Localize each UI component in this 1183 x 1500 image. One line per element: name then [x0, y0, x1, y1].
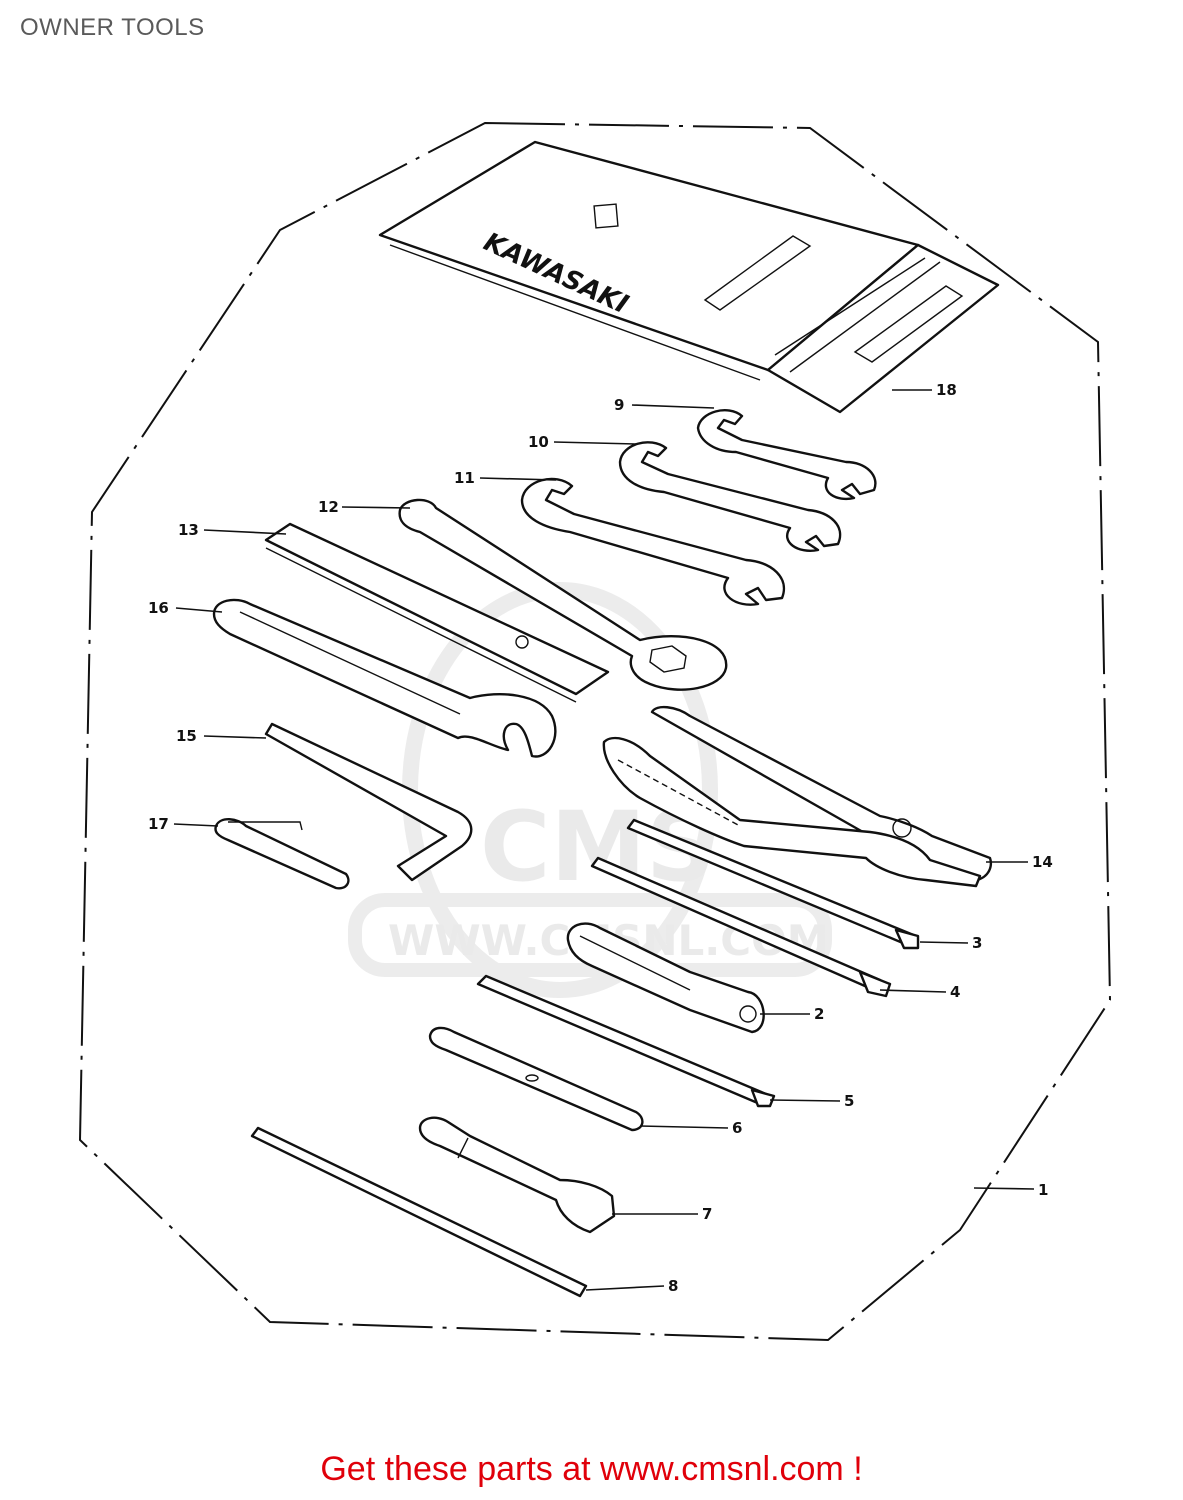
callout-2: 2 — [814, 1005, 824, 1023]
page-title: OWNER TOOLS — [20, 14, 205, 41]
open-end-wrench-9 — [696, 409, 877, 501]
spark-plug-wrench-7 — [418, 1116, 616, 1234]
leader-lines — [173, 389, 1035, 1291]
small-tool-17 — [214, 818, 350, 890]
screwdriver-blade-3 — [626, 818, 920, 950]
footer-cta-link[interactable]: Get these parts at www.cmsnl.com ! — [320, 1450, 863, 1488]
callout-9: 9 — [614, 396, 624, 414]
callout-14: 14 — [1032, 853, 1053, 871]
owner-tools-exploded-diagram: CMS WWW.CMSNL.COM KAWASAKI — [78, 121, 1112, 1342]
callout-11: 11 — [454, 469, 475, 487]
flat-tool-6 — [428, 1026, 644, 1132]
callout-8: 8 — [668, 1277, 678, 1295]
open-end-wrench-10 — [618, 441, 842, 552]
callout-16: 16 — [148, 599, 169, 617]
open-end-wrench-11 — [520, 477, 785, 606]
callout-3: 3 — [972, 934, 982, 952]
hex-key-15 — [264, 722, 473, 882]
callout-18: 18 — [936, 381, 957, 399]
callout-12: 12 — [318, 498, 339, 516]
callout-15: 15 — [176, 727, 197, 745]
callout-17: 17 — [148, 815, 169, 833]
callout-labels: 1 2 3 4 5 6 7 8 9 10 11 12 13 14 15 16 1… — [148, 381, 1053, 1295]
callout-5: 5 — [844, 1092, 854, 1110]
toolkit-boundary — [78, 121, 1112, 1342]
hook-spanner-16 — [212, 598, 557, 758]
flat-bar-13 — [264, 522, 610, 703]
screwdriver-rod-5 — [476, 974, 776, 1108]
tool-bag: KAWASAKI — [378, 140, 1000, 414]
screwdriver-handle-2 — [566, 922, 765, 1034]
callout-1: 1 — [1038, 1181, 1048, 1199]
callout-10: 10 — [528, 433, 549, 451]
pliers-14 — [602, 705, 993, 888]
tommy-bar-8 — [250, 1126, 588, 1298]
callout-4: 4 — [950, 983, 960, 1001]
box-wrench-12 — [398, 498, 728, 691]
callout-13: 13 — [178, 521, 199, 539]
callout-6: 6 — [732, 1119, 742, 1137]
callout-7: 7 — [702, 1205, 712, 1223]
